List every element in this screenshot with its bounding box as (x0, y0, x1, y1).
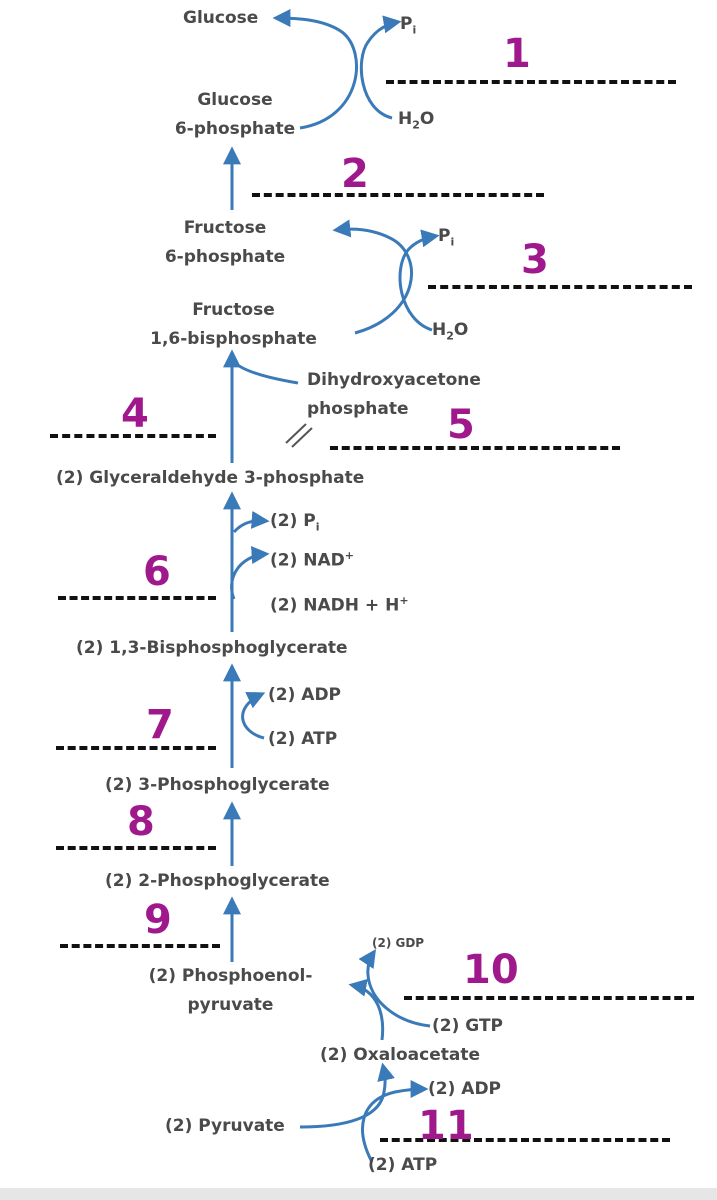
cofactor-atp-step11: (2) ATP (368, 1155, 438, 1175)
compound-label-line: Fructose (183, 218, 267, 238)
compound-1-3-bisphosphoglycerate: (2) 1,3-Bisphosphoglycerate (76, 638, 348, 658)
compound-2-phosphoglycerate: (2) 2-Phosphoglycerate (105, 871, 330, 891)
cofactor-nad-step6: (2) NAD+ (270, 541, 354, 576)
step11-atp-adp (361, 1080, 429, 1163)
cofactor-text: (2) NADH + H (270, 595, 400, 616)
blank-8 (56, 846, 216, 850)
step-number-7: 7 (146, 702, 174, 748)
cofactor-superscript: + (399, 594, 409, 607)
cofactor-text: H (432, 320, 447, 340)
compound-oxaloacetate: (2) Oxaloacetate (320, 1045, 481, 1065)
cofactor-superscript: + (344, 549, 355, 562)
cofactor-h2o-step3: H2O (432, 316, 468, 350)
cofactor-text: P (400, 14, 413, 34)
blank-3 (428, 285, 692, 289)
cofactor-text: O (419, 109, 435, 129)
blank-4 (50, 434, 216, 438)
compound-fructose-1-6-bisphosphate: Fructose 1,6-bisphosphate (136, 296, 331, 354)
step10-gtp-gdp (358, 949, 431, 1028)
step-number-10: 10 (463, 947, 519, 993)
cofactor-subscript: i (315, 520, 320, 534)
cofactor-text: O (453, 320, 469, 340)
step-number-1: 1 (503, 31, 531, 77)
compound-label-line: (2) Phosphoenol- (148, 966, 313, 986)
compound-phosphoenolpyruvate: (2) Phosphoenol- pyruvate (128, 962, 333, 1020)
compound-glucose-6-phosphate: Glucose 6-phosphate (160, 86, 310, 144)
break-mark-2 (291, 427, 313, 448)
compound-glyceraldehyde-3-phosphate: (2) Glyceraldehyde 3-phosphate (56, 468, 365, 488)
compound-pyruvate: (2) Pyruvate (165, 1116, 285, 1136)
compound-3-phosphoglycerate: (2) 3-Phosphoglycerate (105, 775, 330, 795)
cofactor-text: (2) NAD (270, 550, 345, 571)
break-mark-1 (285, 423, 307, 444)
compound-label-line: phosphate (307, 399, 409, 419)
cofactor-nadh-step6: (2) NADH + H+ (270, 586, 409, 621)
step1-arrow-water-pi (359, 15, 402, 120)
step6-nad-arrow (230, 546, 270, 600)
blank-1 (386, 80, 676, 84)
blank-2 (252, 193, 544, 197)
compound-label-line: pyruvate (187, 995, 274, 1015)
blank-11 (380, 1138, 670, 1142)
compound-label-line: Fructose (192, 300, 275, 320)
cofactor-adp-step11: (2) ADP (428, 1079, 502, 1099)
step-number-4: 4 (121, 391, 149, 437)
step-number-11: 11 (418, 1103, 474, 1149)
cofactor-gtp-step10: (2) GTP (432, 1016, 503, 1036)
cofactor-pi-step1: Pi (400, 10, 416, 44)
compound-label-line: Glucose (197, 90, 273, 110)
compound-label-line: 6-phosphate (164, 247, 286, 267)
step-number-9: 9 (144, 897, 172, 943)
step6-pi-arrow (232, 510, 270, 534)
step7-adp-arrow (241, 691, 266, 740)
compound-dihydroxyacetone-phosphate: Dihydroxyacetone phosphate (307, 366, 481, 424)
blank-6 (58, 596, 216, 600)
cofactor-pi-step6: (2) Pi (270, 507, 320, 541)
footer-bar (0, 1188, 717, 1200)
step3-arrow-water-pi (398, 229, 440, 332)
step11-arrow-oaa (299, 1062, 395, 1129)
step-number-6: 6 (143, 549, 171, 595)
step1-arrow-glucose (272, 9, 358, 130)
cofactor-gdp-step10: (2) GDP (372, 936, 425, 950)
cofactor-subscript: 2 (446, 329, 454, 343)
compound-fructose-6-phosphate: Fructose 6-phosphate (150, 214, 300, 272)
compound-label-line: Dihydroxyacetone (307, 370, 481, 390)
cofactor-adp-step7: (2) ADP (268, 685, 342, 705)
compound-glucose: Glucose (183, 8, 259, 28)
step-number-5: 5 (447, 402, 475, 448)
cofactor-text: P (438, 226, 451, 246)
blank-5 (330, 446, 620, 450)
cofactor-pi-step3: Pi (438, 222, 454, 256)
blank-9 (60, 944, 220, 948)
cofactor-atp-step7: (2) ATP (268, 729, 338, 749)
step-number-8: 8 (127, 799, 155, 845)
blank-7 (56, 746, 216, 750)
step3-arrow-f6p (332, 219, 413, 335)
cofactor-subscript: 2 (412, 118, 420, 132)
dhap-branch (232, 360, 299, 385)
compound-label-line: 6-phosphate (174, 119, 296, 139)
step-number-3: 3 (521, 237, 549, 283)
cofactor-text: H (398, 109, 413, 129)
blank-10 (404, 996, 694, 1000)
step-number-2: 2 (341, 151, 369, 197)
cofactor-subscript: i (412, 23, 417, 37)
compound-label-line: 1,6-bisphosphate (150, 329, 317, 349)
cofactor-subscript: i (450, 235, 455, 249)
cofactor-h2o-step1: H2O (398, 105, 434, 139)
cofactor-text: (2) P (270, 511, 316, 531)
step10-arrow-pep (348, 978, 385, 1041)
